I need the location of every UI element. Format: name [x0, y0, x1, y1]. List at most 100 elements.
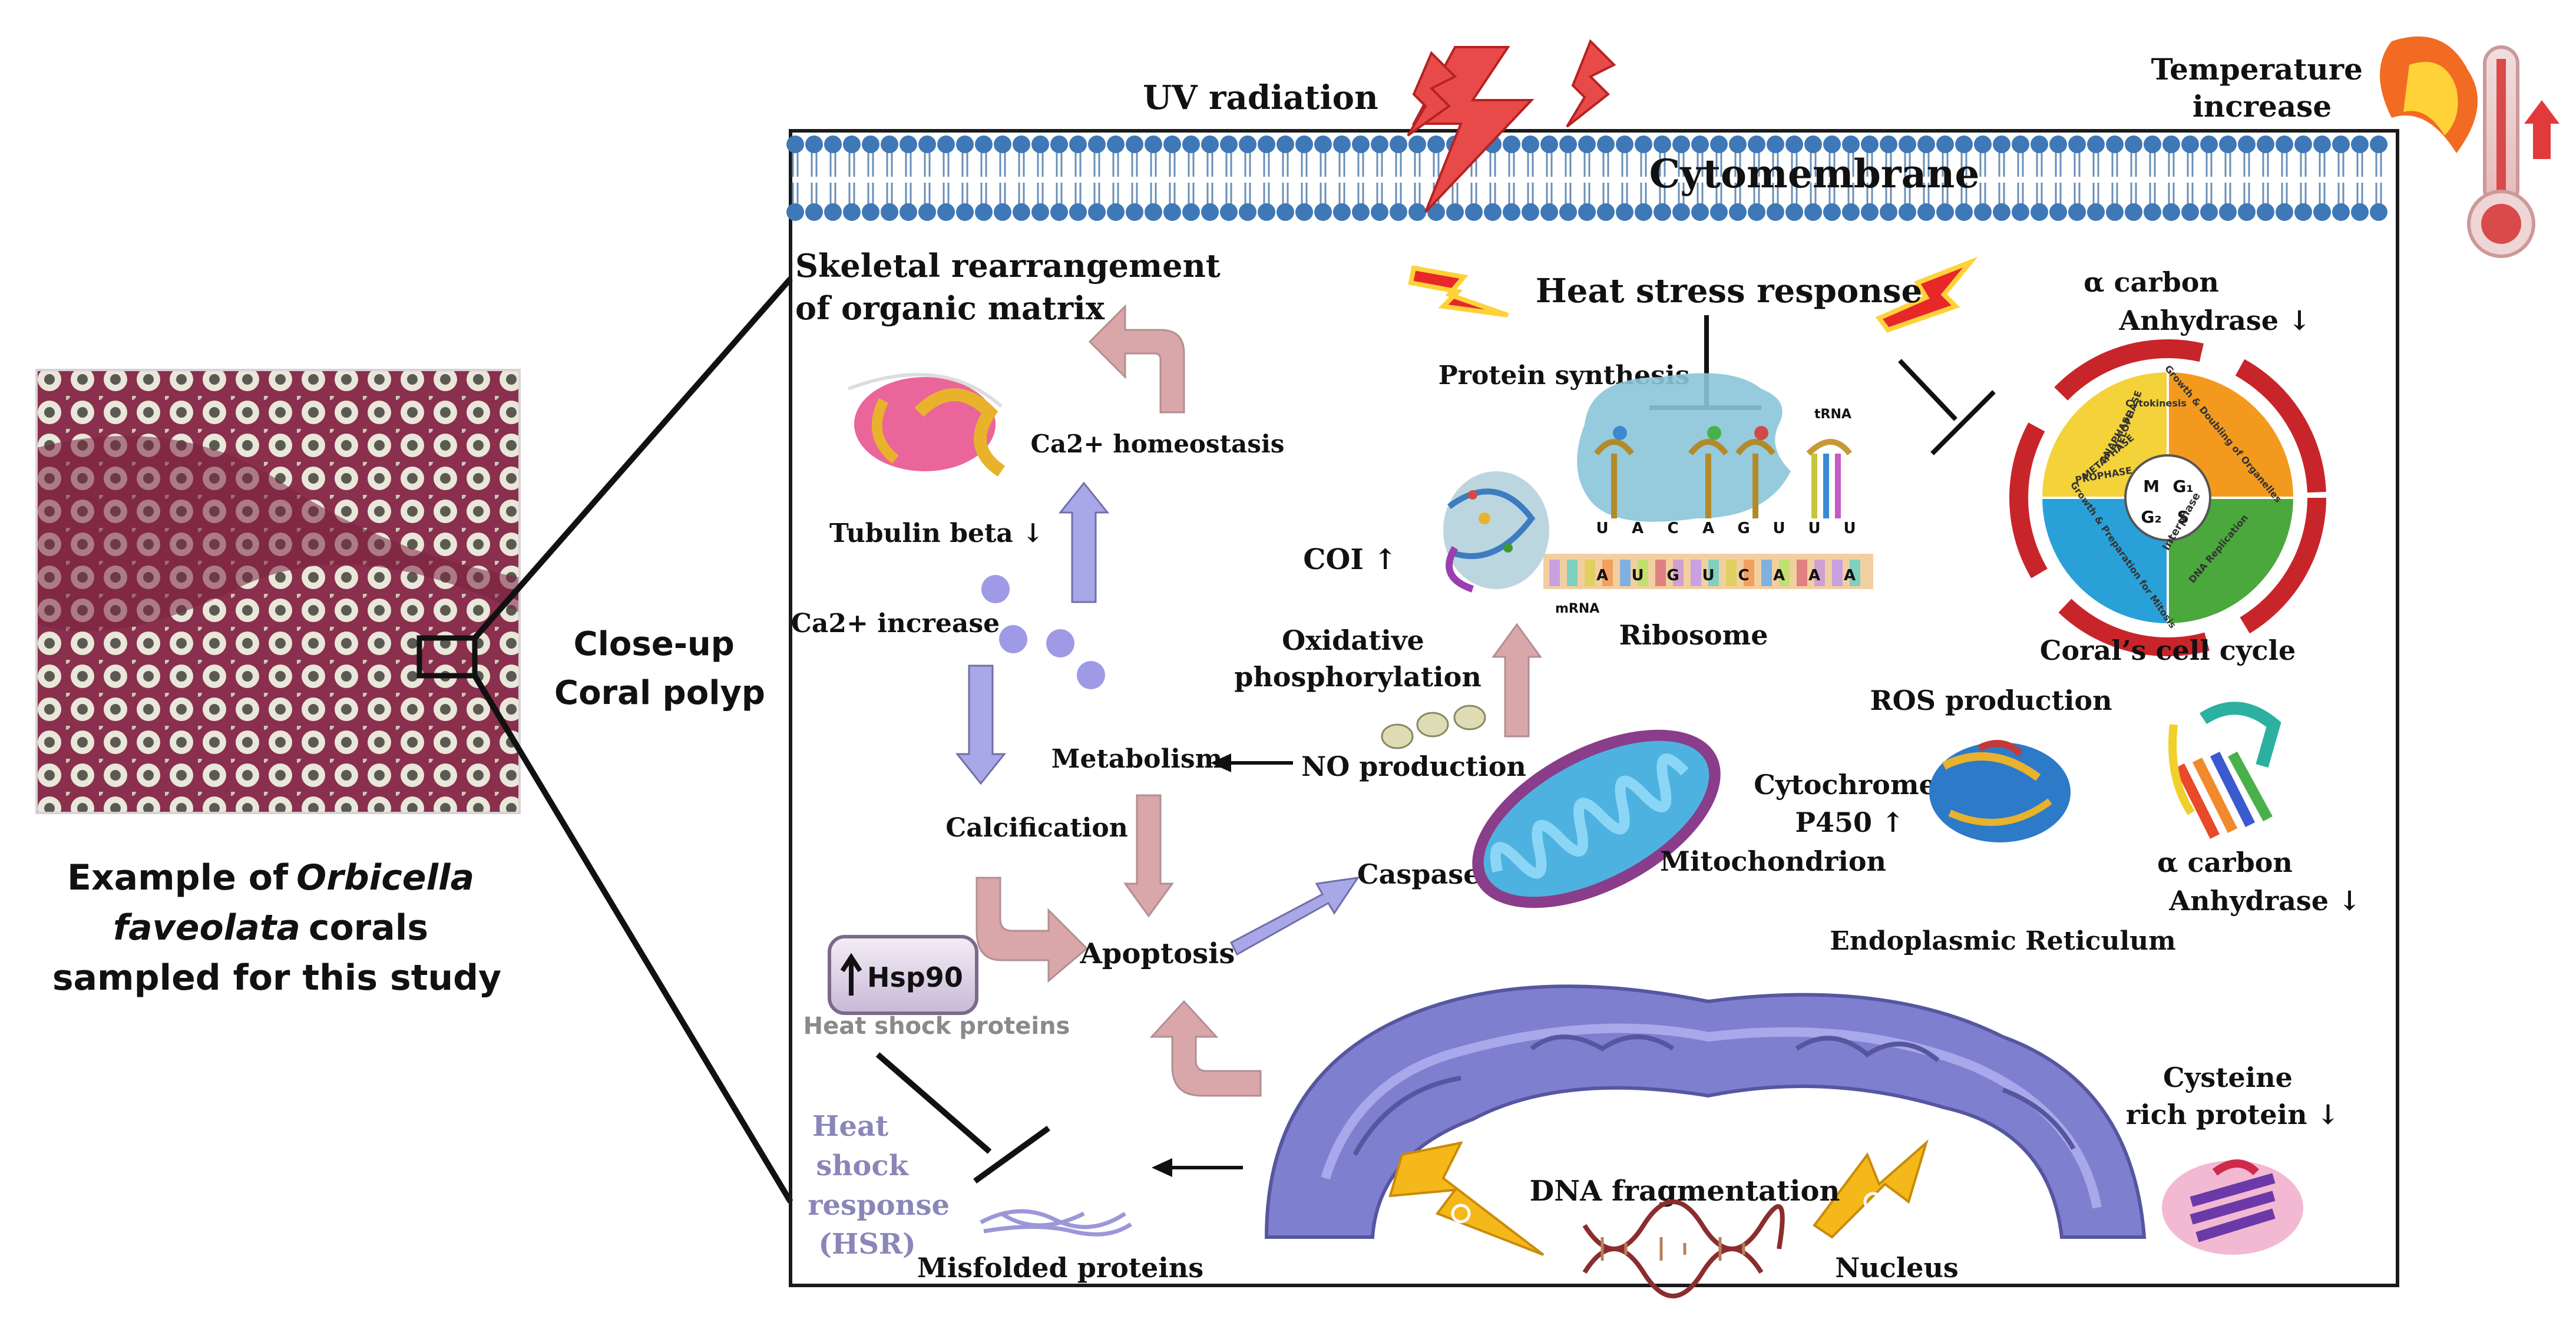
lipid-head	[918, 203, 936, 221]
lipid-head	[1427, 135, 1445, 153]
lipid-head	[1842, 135, 1860, 153]
cell-frame	[789, 129, 2399, 1287]
lipid-head	[1974, 135, 1992, 153]
lipid-head	[1597, 203, 1615, 221]
hsp90-badge: Hsp90	[828, 935, 978, 1015]
lipid-head	[1314, 203, 1332, 221]
lipid-head	[2049, 135, 2067, 153]
cycle-inhibition-line	[1898, 359, 1957, 421]
lipid-head	[881, 203, 898, 221]
lipid-head	[1371, 135, 1388, 153]
lipid-head	[1540, 135, 1558, 153]
lipid-head	[843, 135, 861, 153]
lipid-head	[1126, 135, 1143, 153]
lipid-head	[2031, 203, 2048, 221]
lipid-head	[1672, 203, 1690, 221]
lipid-head	[1993, 203, 2010, 221]
lipid-head	[1804, 203, 1822, 221]
lipid-head	[805, 135, 823, 153]
lipid-head	[2238, 135, 2256, 153]
lipid-head	[1145, 203, 1162, 221]
lipid-head	[1616, 135, 1633, 153]
lipid-head	[1201, 203, 1219, 221]
lipid-head	[2294, 135, 2312, 153]
lipid-head	[1522, 135, 1539, 153]
codon-letter: A	[1632, 520, 1644, 537]
lipid-head	[1069, 203, 1087, 221]
pink-arrow-calcification	[975, 877, 1089, 983]
lipid-head	[1823, 135, 1841, 153]
lipid-head	[1390, 135, 1407, 153]
lipid-head	[2031, 135, 2048, 153]
tubulin-label: Tubulin beta ↓	[829, 518, 1044, 548]
mrna-letter: G	[1666, 567, 1679, 584]
lipid-head	[1107, 135, 1125, 153]
lipid-head	[2144, 135, 2161, 153]
lipid-head	[2144, 203, 2161, 221]
lipid-head	[1672, 135, 1690, 153]
apoptosis-label: Apoptosis	[1080, 937, 1235, 970]
uv-lightning-icon	[1407, 39, 1616, 213]
lipid-head	[805, 203, 823, 221]
lipid-head	[1163, 203, 1181, 221]
lipid-head	[1126, 203, 1143, 221]
lipid-head	[1503, 135, 1520, 153]
coi-label: COI ↑	[1303, 543, 1397, 576]
lipid-head	[2125, 203, 2142, 221]
lipid-head	[1804, 135, 1822, 153]
lipid-head	[1654, 135, 1671, 153]
lipid-head	[1559, 203, 1577, 221]
lipid-head	[1163, 135, 1181, 153]
lipid-head	[1239, 203, 1256, 221]
zoom-line-top	[472, 276, 793, 640]
lipid-head	[1031, 203, 1049, 221]
heat-stress-label: Heat stress response	[1536, 272, 1922, 310]
lipid-head	[1050, 135, 1068, 153]
lipid-head	[2200, 135, 2218, 153]
lipid-head	[1936, 135, 1954, 153]
lipid-head	[1597, 135, 1615, 153]
lipid-head	[1785, 203, 1803, 221]
lipid-head	[1295, 135, 1313, 153]
codon-letter: U	[1808, 520, 1820, 537]
lipid-head	[956, 203, 974, 221]
lipid-head	[1465, 203, 1483, 221]
lipid-head	[937, 203, 955, 221]
lipid-head	[1729, 135, 1747, 153]
lipid-head	[1352, 203, 1370, 221]
lipid-head	[2181, 135, 2199, 153]
mitochondrion-label: Mitochondrion	[1660, 845, 1886, 877]
cell-cycle-label: Coral’s cell cycle	[2040, 634, 2296, 666]
lipid-head	[1182, 203, 1200, 221]
hsr-inhibition-bar	[973, 1125, 1050, 1184]
pink-arrow-nucleus	[1149, 1000, 1262, 1097]
codon-letter: G	[1737, 520, 1750, 537]
lipid-head	[1352, 135, 1370, 153]
lipid-head	[1748, 135, 1765, 153]
lipid-head	[1446, 203, 1464, 221]
dna-fragmentation-label: DNA fragmentation	[1530, 1175, 1840, 1208]
coi-protein-icon	[1443, 471, 1549, 593]
lipid-head	[2276, 135, 2293, 153]
mrna-letter: A	[1773, 567, 1785, 584]
lipid-head	[1182, 135, 1200, 153]
lipid-head	[1710, 135, 1728, 153]
nucleus-icon	[1264, 984, 2147, 1239]
lipid-head	[975, 135, 993, 153]
lipid-head	[1069, 135, 1087, 153]
calcium-ions	[981, 575, 1105, 689]
lipid-head	[862, 203, 879, 221]
lipid-head	[1088, 203, 1106, 221]
lipid-head	[2219, 135, 2237, 153]
lipid-head	[1220, 135, 1238, 153]
lipid-head	[956, 135, 974, 153]
lipid-head	[1917, 135, 1935, 153]
lipid-head	[1955, 135, 1973, 153]
lipid-head	[1239, 135, 1256, 153]
lipid-head	[1691, 203, 1709, 221]
free-trna-icon	[1806, 439, 1852, 518]
dna-helix-icon	[1582, 1199, 1785, 1298]
lipid-head	[1785, 135, 1803, 153]
